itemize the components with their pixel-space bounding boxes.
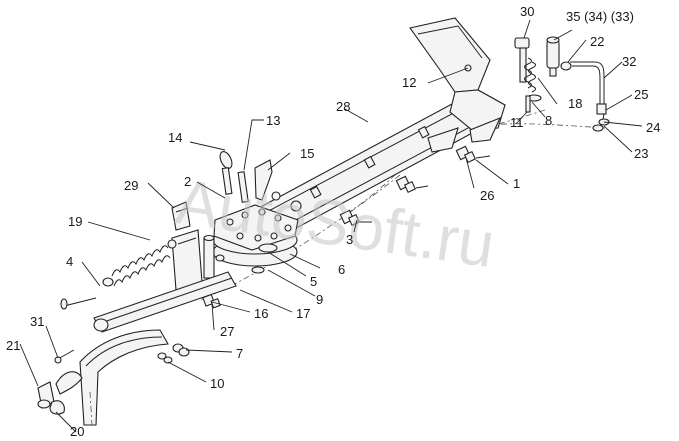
callout-25: 25 — [634, 87, 648, 102]
pins — [219, 151, 302, 212]
callout-32: 32 — [622, 54, 636, 69]
callout-4: 4 — [66, 254, 73, 269]
callout-30: 30 — [520, 4, 534, 19]
callout-3: 3 — [346, 232, 353, 247]
callout-19: 19 — [68, 214, 82, 229]
callout-22: 22 — [590, 34, 604, 49]
spring-bracket — [171, 229, 225, 291]
callout-26: 26 — [480, 188, 494, 203]
upper-bracket — [409, 17, 506, 153]
callout-23: 23 — [634, 146, 648, 161]
callout-2: 2 — [184, 174, 191, 189]
plug-connector — [37, 349, 83, 415]
callout-28: 28 — [336, 99, 350, 114]
callout-9: 9 — [316, 292, 323, 307]
callout-15: 15 — [300, 146, 314, 161]
pedal-pin-set — [514, 36, 572, 113]
callout-12: 12 — [402, 75, 416, 90]
lower-frame — [79, 329, 169, 426]
callout-6: 6 — [338, 262, 345, 277]
rotary-plate — [212, 204, 299, 274]
lower-arm — [60, 271, 237, 333]
callout-35: 35 (34) (33) — [566, 9, 634, 24]
callout-10: 10 — [210, 376, 224, 391]
callout-24: 24 — [646, 120, 660, 135]
callout-17: 17 — [296, 306, 310, 321]
callout-11: 11 — [510, 115, 524, 130]
callout-13: 13 — [266, 113, 280, 128]
callout-31: 31 — [30, 314, 44, 329]
callout-20: 20 — [70, 424, 84, 439]
callout-labels: 1 2 3 4 5 6 7 8 9 10 11 12 13 14 15 16 1… — [6, 4, 660, 439]
callout-8: 8 — [545, 113, 552, 128]
washers — [157, 343, 190, 364]
tension-spring — [102, 239, 177, 287]
callout-14: 14 — [168, 130, 182, 145]
callout-5: 5 — [310, 274, 317, 289]
callout-1: 1 — [513, 176, 520, 191]
callout-29: 29 — [124, 178, 138, 193]
callout-21: 21 — [6, 338, 20, 353]
callout-7: 7 — [236, 346, 243, 361]
callout-18: 18 — [568, 96, 582, 111]
clamps — [339, 145, 491, 227]
leader-lines — [19, 19, 643, 433]
callout-16: 16 — [254, 306, 268, 321]
small-bracket — [171, 201, 191, 231]
callout-27: 27 — [220, 324, 234, 339]
